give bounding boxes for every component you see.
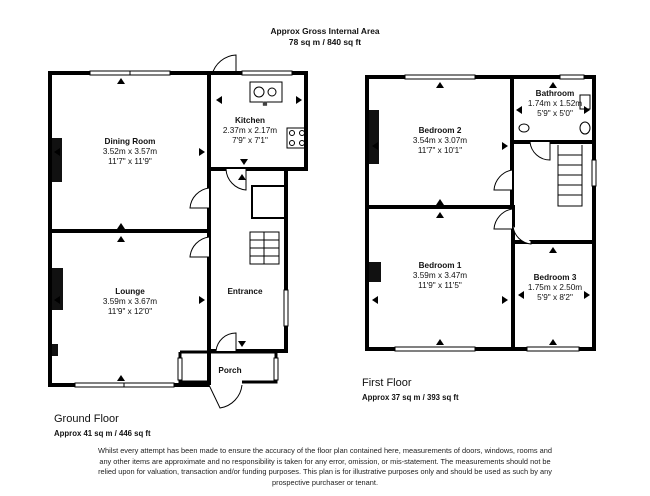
room-label-bathroom: Bathroom 1.74m x 1.52m 5'9" x 5'0": [510, 89, 600, 119]
entrance-walls: [207, 167, 288, 353]
room-name: Bedroom 2: [418, 126, 462, 135]
ground-floor-plan: [48, 54, 308, 409]
disclaimer-line: relied upon for valuation, transaction a…: [98, 467, 552, 476]
room-imperial: 11'7" x 10'1": [417, 146, 463, 155]
room-name: Lounge: [115, 287, 145, 296]
disclaimer-line: prospective purchaser or tenant.: [272, 477, 378, 487]
room-metric: 3.52m x 3.57m: [102, 147, 158, 156]
room-name: Dining Room: [104, 137, 156, 146]
room-name: Kitchen: [234, 116, 266, 125]
chimney-breast: [52, 138, 62, 182]
room-metric: 3.59m x 3.67m: [102, 297, 158, 306]
first-floor-area: Approx 37 sq m / 393 sq ft: [362, 393, 459, 402]
bedroom-2-walls: [365, 75, 514, 209]
room-label-bedroom-1: Bedroom 1 3.59m x 3.47m 11'9" x 11'5": [390, 261, 490, 291]
room-imperial: 7'9" x 7'1": [232, 136, 268, 145]
room-metric: 3.59m x 3.47m: [412, 271, 468, 280]
ground-floor-title: Ground Floor: [54, 413, 119, 425]
chimney-breast: [52, 268, 63, 310]
room-name: Bedroom 1: [418, 261, 462, 270]
room-metric: 1.74m x 1.52m: [527, 99, 583, 108]
room-label-lounge: Lounge 3.59m x 3.67m 11'9" x 12'0": [80, 287, 180, 317]
ground-floor-area: Approx 41 sq m / 446 sq ft: [54, 429, 151, 438]
ground-stairs: [249, 231, 280, 265]
room-metric: 1.75m x 2.50m: [527, 283, 583, 292]
first-floor-title: First Floor: [362, 377, 412, 389]
room-label-kitchen: Kitchen 2.37m x 2.17m 7'9" x 7'1": [200, 116, 300, 146]
room-imperial: 11'7" x 11'9": [108, 157, 152, 166]
room-label-bedroom-3: Bedroom 3 1.75m x 2.50m 5'9" x 8'2": [515, 273, 595, 303]
room-label-entrance: Entrance: [227, 287, 263, 296]
kitchen-fittings: [249, 81, 308, 149]
bedroom-3-walls: [511, 240, 596, 351]
room-name: Bathroom: [535, 89, 575, 98]
first-floor-stairs: [557, 145, 583, 207]
room-label-porch: Porch: [218, 366, 242, 375]
room-imperial: 5'9" x 5'0": [537, 109, 573, 118]
gross-area-value: 78 sq m / 840 sq ft: [288, 37, 362, 47]
bedroom-1-walls: [365, 205, 515, 351]
disclaimer-line: Whilst every attempt has been made to en…: [98, 446, 552, 455]
room-metric: 3.54m x 3.07m: [412, 136, 468, 145]
gross-area-title: Approx Gross Internal Area: [270, 26, 380, 36]
room-imperial: 11'9" x 12'0": [107, 307, 153, 316]
disclaimer-line: any other items are approximate and no r…: [99, 456, 551, 466]
room-metric: 2.37m x 2.17m: [222, 126, 278, 135]
room-label-bedroom-2: Bedroom 2 3.54m x 3.07m 11'7" x 10'1": [390, 126, 490, 156]
first-floor-plan: [365, 74, 597, 352]
room-name: Bedroom 3: [533, 273, 577, 282]
room-imperial: 11'9" x 11'5": [418, 281, 462, 290]
disclaimer: Whilst every attempt has been made to en…: [0, 446, 650, 488]
room-label-dining-room: Dining Room 3.52m x 3.57m 11'7" x 11'9": [80, 137, 180, 167]
svg-text:⬛: ⬛: [263, 101, 268, 106]
room-imperial: 5'9" x 8'2": [537, 293, 573, 302]
